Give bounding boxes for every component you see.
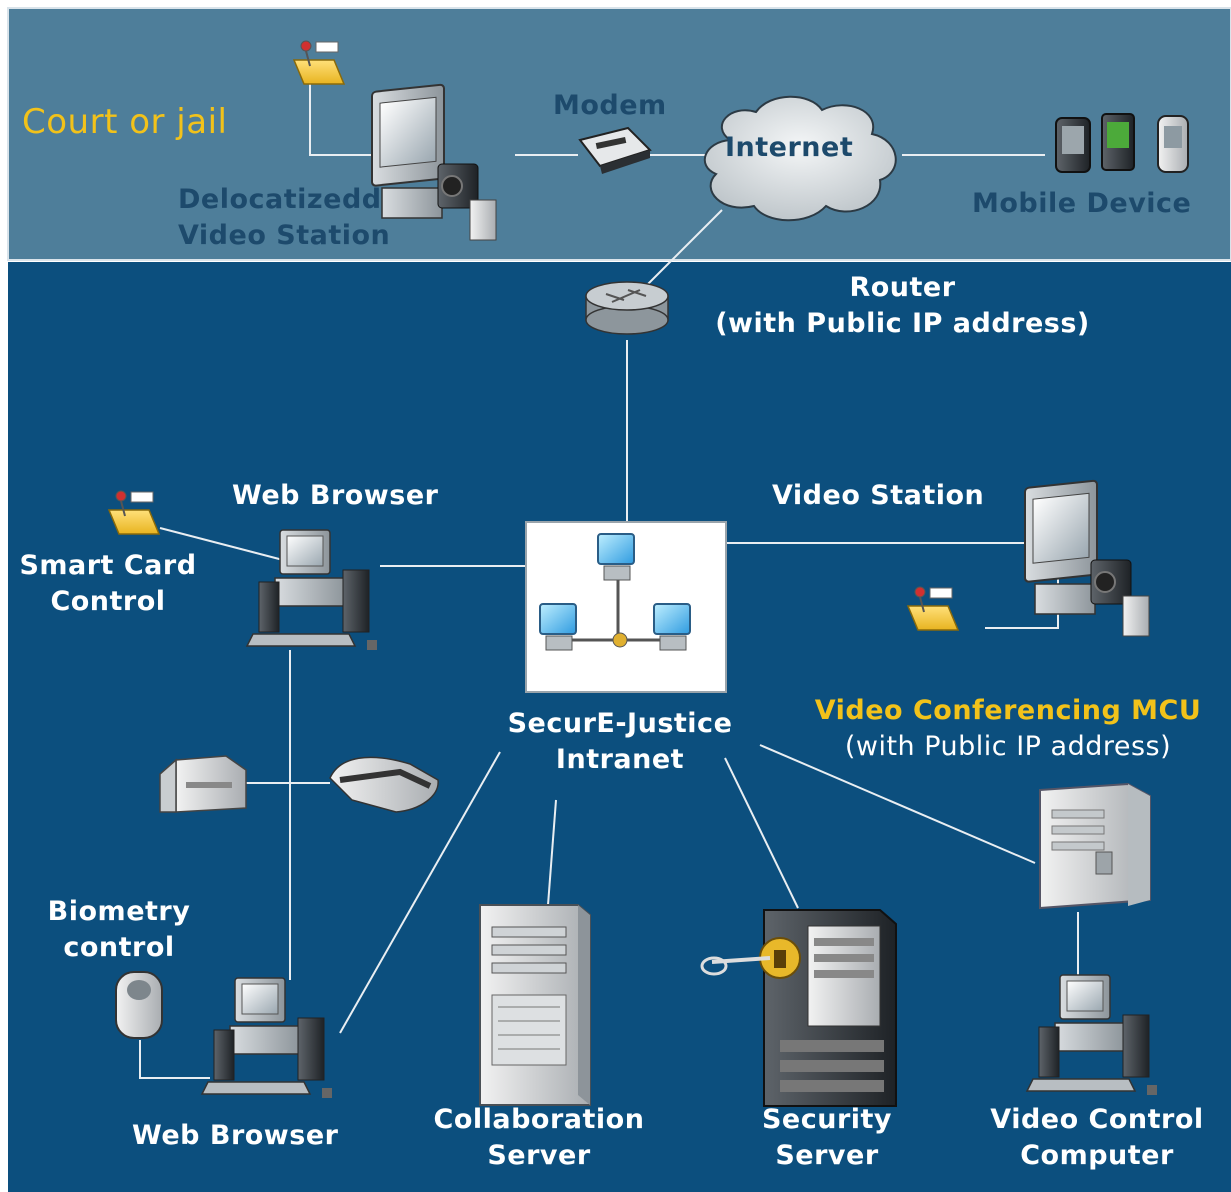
mcu-server-icon (1039, 782, 1151, 910)
web-browser-top-label: Web Browser (232, 480, 439, 511)
router-label-line2: (with Public IP address) (715, 308, 1090, 339)
court-or-jail-title: Court or jail (22, 102, 228, 142)
main-zone-background (8, 262, 1231, 1192)
smart-card-label-line2: Control (50, 586, 166, 617)
video-control-computer-label: Video Control Computer (972, 1102, 1222, 1174)
delocalized-station-label-line2: Video Station (178, 220, 391, 251)
printer-icon (159, 755, 247, 813)
web-browser-bottom-label: Web Browser (132, 1120, 339, 1151)
fingerprint-reader-icon (115, 971, 163, 1039)
connector-lines (139, 80, 1079, 1079)
intranet-label-line2: Intranet (555, 744, 685, 775)
video-control-computer-label-line2: Computer (1020, 1140, 1174, 1171)
internet-cloud-icon (703, 95, 897, 222)
mobile-devices-icon (1055, 113, 1189, 173)
modem-label: Modem (553, 90, 667, 121)
mobile-device-label: Mobile Device (972, 188, 1192, 219)
router-label-line1: Router (849, 272, 956, 303)
server-tower-icon (479, 904, 591, 1106)
mcu-label-line1: Video Conferencing MCU (814, 695, 1202, 726)
router-icon (585, 281, 669, 335)
biometry-label: Biometry control (34, 894, 204, 966)
security-server-label-line2: Server (775, 1140, 879, 1171)
mcu-label-line2: (with Public IP address) (844, 731, 1172, 762)
collaboration-server-label-line2: Server (487, 1140, 591, 1171)
internet-label: Internet (725, 132, 854, 163)
modem-icon (578, 126, 652, 174)
security-server-label-line1: Security (761, 1104, 893, 1135)
intranet-label: SecurE-Justice Intranet (486, 706, 754, 778)
router-label: Router (with Public IP address) (680, 270, 1125, 342)
video-control-computer-label-line1: Video Control (990, 1104, 1204, 1135)
intranet-network-icon (525, 521, 727, 693)
mcu-label: Video Conferencing MCU (with Public IP a… (790, 693, 1226, 765)
collaboration-server-label: Collaboration Server (414, 1102, 664, 1174)
biometry-label-line1: Biometry (47, 896, 191, 927)
biometry-label-line2: control (63, 932, 175, 963)
delocalized-station-label-line1: Delocatizedd (178, 184, 382, 215)
smart-card-label-line1: Smart Card (19, 550, 197, 581)
smart-card-label: Smart Card Control (8, 548, 208, 620)
video-station-label: Video Station (772, 480, 985, 511)
delocalized-station-label: Delocatizedd Video Station (178, 182, 390, 254)
security-server-label: Security Server (742, 1102, 912, 1174)
intranet-label-line1: SecurE-Justice (507, 708, 733, 739)
security-server-icon (700, 909, 897, 1107)
collaboration-server-label-line1: Collaboration (433, 1104, 645, 1135)
scanner-icon (329, 756, 439, 813)
